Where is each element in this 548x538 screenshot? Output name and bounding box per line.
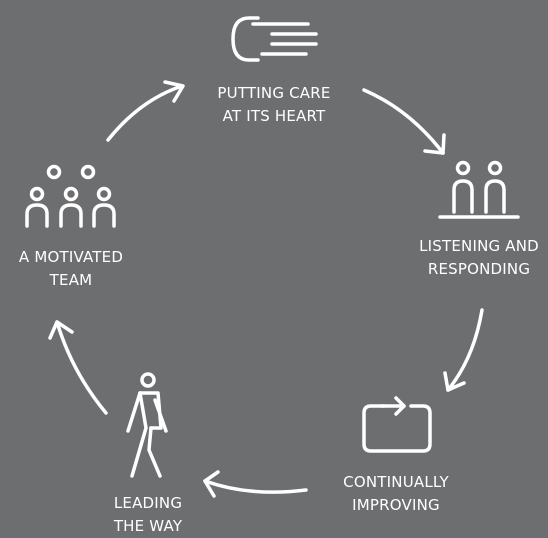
people-at-table-icon [438,160,520,219]
step-label-listening-line-1: LISTENING AND [419,237,539,255]
step-label-improving: CONTINUALLY IMPROVING [343,471,449,517]
step-label-care-line-1: PUTTING CARE [217,84,331,102]
step-label-care: PUTTING CARE AT ITS HEART [217,82,330,128]
cycle-arrow-leading-to-team [48,320,108,415]
walking-person-icon [126,372,168,478]
cycle-arrow-team-to-care [106,80,185,142]
step-label-care-line-2: AT ITS HEART [222,107,326,125]
cycle-arrow-care-to-listening [362,88,446,155]
team-icon [25,164,116,228]
cycle-arrow-listening-to-improving [443,308,484,392]
step-label-team-line-1: A MOTIVATED [18,248,124,266]
step-label-leading: LEADING THE WAY [114,492,182,538]
repeat-arrow-icon [362,396,432,453]
step-label-leading-line-1: LEADING [113,494,183,512]
step-label-improving-line-1: CONTINUALLY [343,473,449,491]
cycle-arrow-improving-to-leading [203,470,308,498]
step-label-team: A MOTIVATED TEAM [19,246,123,292]
step-label-listening-line-2: RESPONDING [427,260,531,278]
step-label-team-line-2: TEAM [49,271,93,289]
step-label-leading-line-2: THE WAY [113,517,183,535]
step-label-listening: LISTENING AND RESPONDING [419,235,539,281]
step-label-improving-line-2: IMPROVING [352,496,440,514]
hand-icon [231,16,318,62]
